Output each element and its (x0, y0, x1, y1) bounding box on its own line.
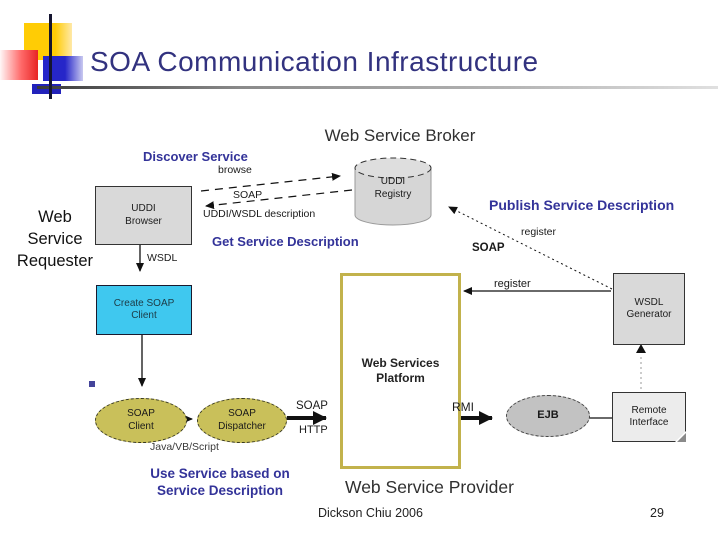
page-number: 29 (650, 506, 664, 520)
soap-transport-label: SOAP (296, 400, 328, 412)
remote-interface-node: Remote Interface (612, 392, 686, 442)
broker-label: Web Service Broker (324, 126, 476, 145)
create-soap-client-node: Create SOAP Client (96, 285, 192, 335)
uddi-browser-node: UDDI Browser (95, 186, 192, 245)
java-vb-script-label: Java/VB/Script (150, 441, 219, 453)
soap-discover-label: SOAP (233, 189, 263, 201)
ejb-label: EJB (537, 409, 559, 422)
soap-dispatcher-label: SOAP Dispatcher (218, 408, 266, 432)
get-service-description-label: Get Service Description (212, 234, 359, 249)
web-services-platform-node: Web Services Platform (340, 273, 461, 469)
deco-red-square (0, 50, 38, 80)
register-publish-label: register (521, 226, 557, 238)
soap-client-label: SOAP Client (127, 408, 155, 432)
soap-publish-label: SOAP (472, 242, 505, 254)
deco-vertical-line (49, 14, 52, 99)
browse-label: browse (218, 164, 252, 176)
uddi-registry-label: UDDI Registry (374, 176, 412, 200)
publish-service-description-label: Publish Service Description (489, 197, 675, 213)
page-title: SOA Communication Infrastructure (90, 46, 539, 77)
requester-label: Web Service Requester (5, 207, 105, 272)
deco-blue-bar (32, 84, 61, 94)
browse-arrow (200, 172, 341, 192)
rmi-label: RMI (452, 400, 474, 414)
wsdl-label: WSDL (147, 252, 178, 264)
use-service-line2: Service Description (156, 482, 284, 498)
http-label: HTTP (299, 424, 328, 436)
soap-dispatcher-node: SOAP Dispatcher (197, 398, 287, 443)
requester-line2: Service (27, 229, 83, 248)
provider-label: Web Service Provider (345, 477, 514, 497)
register-generator-label: register (494, 278, 531, 290)
uddi-browser-label: UDDI Browser (125, 203, 162, 227)
folded-corner (675, 431, 686, 442)
ejb-node: EJB (506, 395, 590, 437)
register-to-registry-arrow (448, 206, 613, 290)
create-soap-client-label: Create SOAP Client (113, 297, 175, 322)
uddi-registry-cylinder-body (354, 168, 432, 226)
remote-interface-label: Remote Interface (629, 404, 669, 429)
use-service-label: Use Service based on Service Description (135, 466, 305, 500)
requester-line3: Requester (16, 251, 94, 270)
soap-client-node: SOAP Client (95, 398, 187, 443)
bullet-square (89, 381, 95, 387)
discover-service-label: Discover Service (143, 149, 248, 164)
wsdl-generator-label: WSDL Generator (626, 296, 672, 321)
uddi-registry-label-wrap: UDDI Registry (355, 176, 431, 201)
use-service-line1: Use Service based on (150, 466, 290, 481)
description-return-arrow (205, 189, 353, 210)
uddi-registry-cylinder-top (354, 157, 432, 179)
requester-line1: Web (38, 208, 72, 226)
wsdl-generator-node: WSDL Generator (613, 273, 685, 345)
uddi-wsdl-description-label: UDDI/WSDL description (203, 208, 316, 220)
title-underline (37, 86, 718, 89)
up-arrowhead (636, 344, 646, 353)
footer-author: Dickson Chiu 2006 (318, 506, 423, 520)
web-services-platform-label: Web Services Platform (361, 356, 440, 385)
